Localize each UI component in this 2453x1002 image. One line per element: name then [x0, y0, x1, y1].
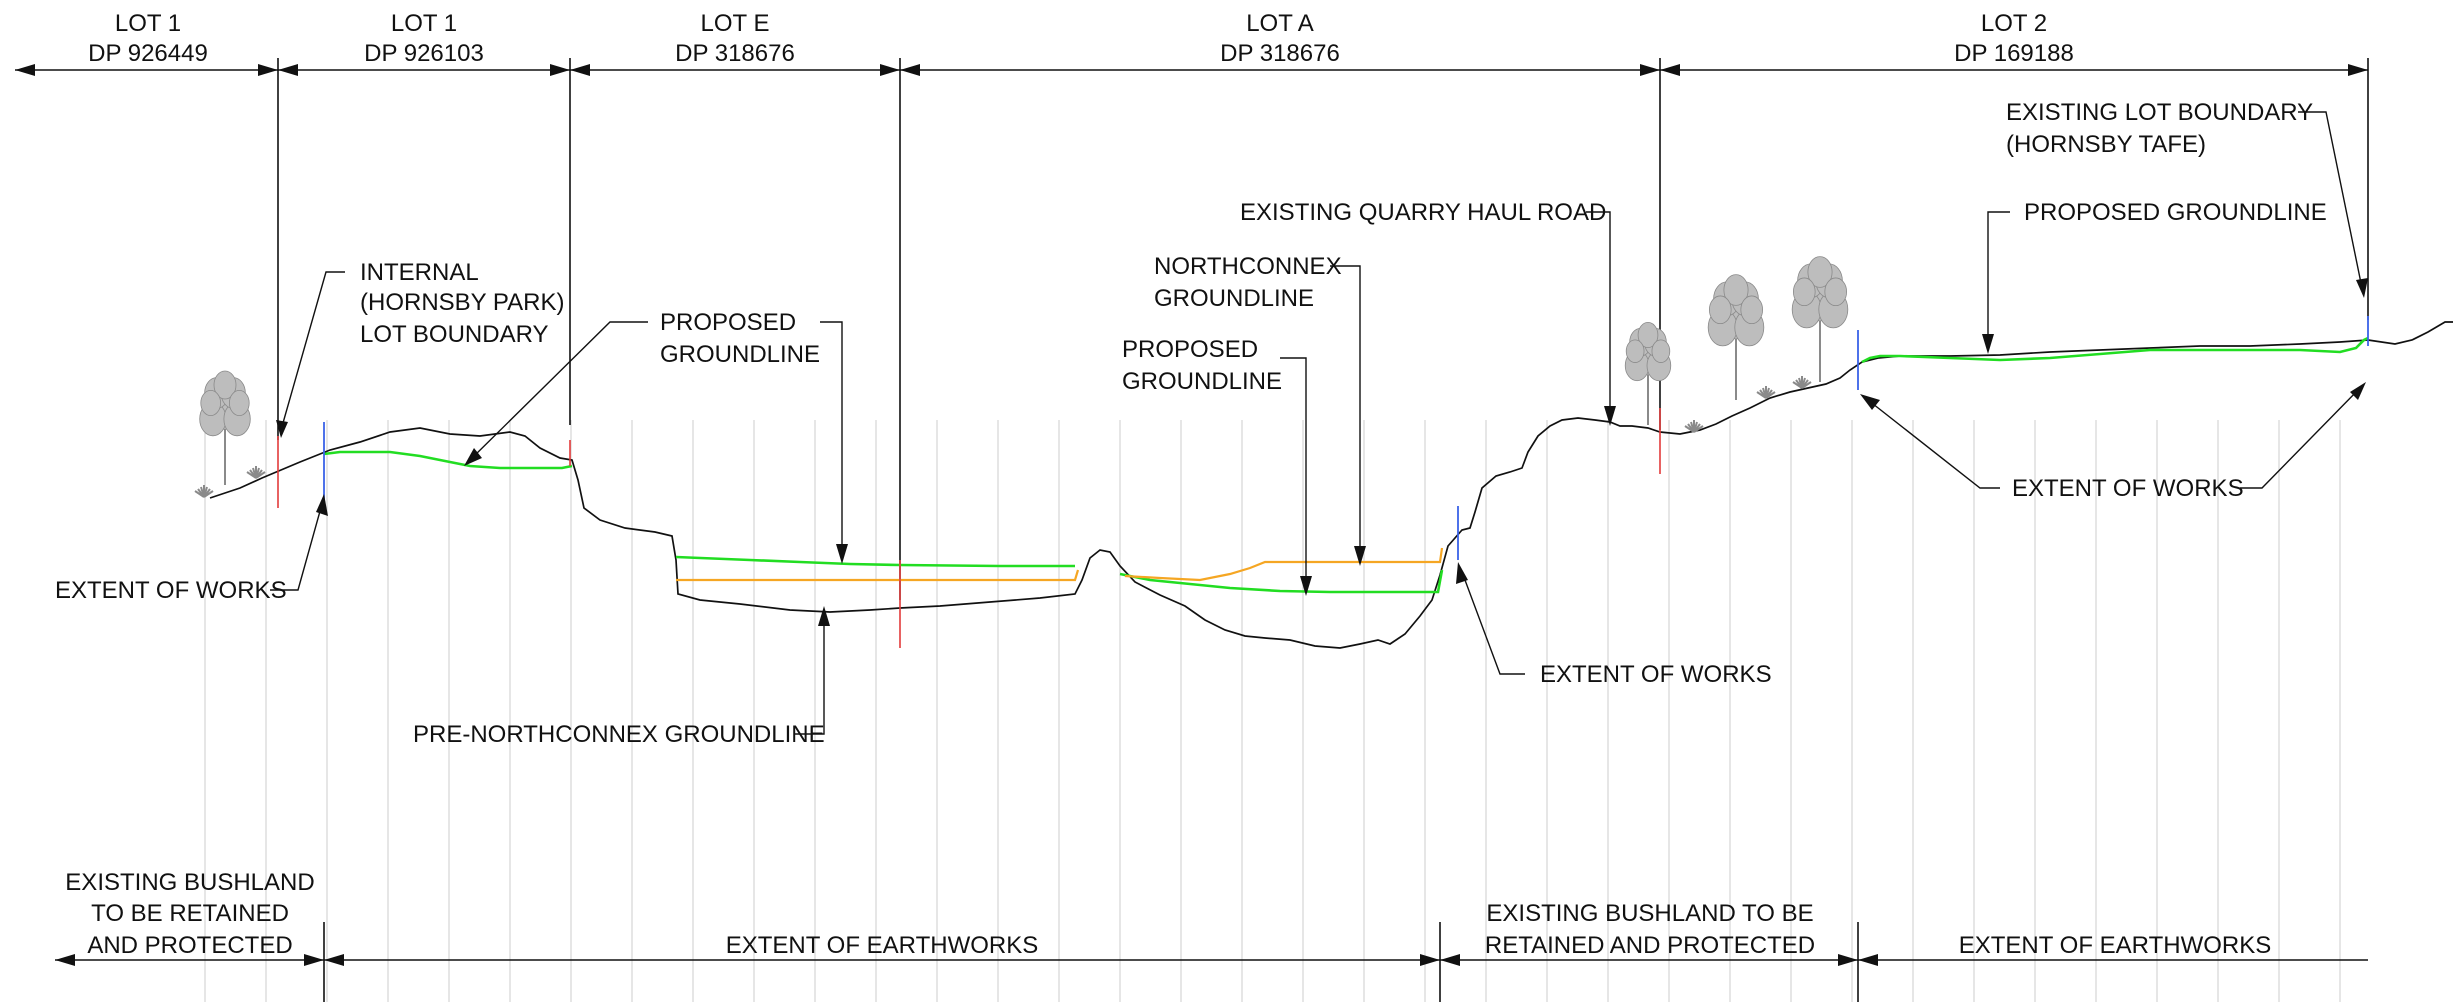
bushland-mid-label-1: EXISTING BUSHLAND TO BE [1486, 900, 1813, 927]
extent-of-works-mid-label: EXTENT OF WORKS [1540, 661, 1772, 688]
lot-a-name: LOT A [1246, 10, 1314, 37]
boundary-markers [277, 316, 2369, 648]
proposed-groundline-mid-label-1: PROPOSED [1122, 336, 1258, 363]
internal-boundary-line-2: (HORNSBY PARK) [360, 289, 564, 316]
existing-lot-boundary-label-2: (HORNSBY TAFE) [2006, 131, 2206, 158]
extent-of-works-right-label: EXTENT OF WORKS [2012, 475, 2244, 502]
lot-e-dp: DP 318676 [675, 40, 795, 67]
shrub-icon [1684, 420, 1704, 433]
proposed-groundline-left-label-2: GROUNDLINE [660, 341, 820, 368]
internal-boundary-line-3: LOT BOUNDARY [360, 321, 549, 348]
proposed-groundline-mid-label-2: GROUNDLINE [1122, 368, 1282, 395]
lot-e-name: LOT E [701, 10, 770, 37]
earthworks-right-label: EXTENT OF EARTHWORKS [1959, 932, 2271, 959]
tree-icon [1624, 321, 1672, 425]
lot-a-dp: DP 318676 [1220, 40, 1340, 67]
shrub-icon [1792, 376, 1812, 389]
proposed-groundline-left [323, 450, 573, 470]
lot-2-dp: DP 169188 [1954, 40, 2074, 67]
bushland-left-label-1: EXISTING BUSHLAND [65, 869, 314, 896]
shrub-icon [194, 485, 214, 498]
lot-1-b-dp: DP 926103 [364, 40, 484, 67]
earthworks-left-label: EXTENT OF EARTHWORKS [726, 932, 1038, 959]
pre-northconnex-label: PRE-NORTHCONNEX GROUNDLINE [413, 721, 825, 748]
northconnex-label-2: GROUNDLINE [1154, 285, 1314, 312]
proposed-groundline-lot-a [1119, 569, 1444, 594]
vegetation [194, 256, 1849, 498]
northconnex-groundline-lot-e [676, 569, 1080, 582]
lot-1-b-name: LOT 1 [391, 10, 457, 37]
proposed-groundline-right-label: PROPOSED GROUNDLINE [2024, 199, 2327, 226]
lot-1-a-name: LOT 1 [115, 10, 181, 37]
lot-2-name: LOT 2 [1981, 10, 2047, 37]
bushland-left-label-3: AND PROTECTED [87, 932, 292, 959]
shrub-icon [246, 466, 266, 479]
extent-of-works-left-label: EXTENT OF WORKS [55, 577, 287, 604]
internal-boundary-line-1: INTERNAL [360, 259, 479, 286]
bushland-mid-label-2: RETAINED AND PROTECTED [1485, 932, 1815, 959]
shrub-icon [1756, 386, 1776, 399]
tree-icon [1791, 256, 1849, 382]
bushland-left-label-2: TO BE RETAINED [91, 900, 289, 927]
tree-icon [199, 370, 251, 485]
existing-lot-boundary-label-1: EXISTING LOT BOUNDARY [2006, 99, 2313, 126]
grid-lines [204, 420, 2341, 1002]
lot-1-a-dp: DP 926449 [88, 40, 208, 67]
northconnex-groundline-lot-a [1124, 547, 1444, 582]
proposed-groundline-right [1861, 336, 2369, 364]
proposed-groundline-left-label-1: PROPOSED [660, 309, 796, 336]
annotations: INTERNAL (HORNSBY PARK) LOT BOUNDARY PRO… [55, 99, 2368, 748]
tree-icon [1707, 274, 1765, 400]
northconnex-label-1: NORTHCONNEX [1154, 253, 1342, 280]
zone-dimension-footer: EXISTING BUSHLAND TO BE RETAINED AND PRO… [55, 869, 2368, 1002]
proposed-groundline-lot-e [675, 555, 1075, 568]
quarry-haul-road-label: EXISTING QUARRY HAUL ROAD [1240, 199, 1606, 226]
